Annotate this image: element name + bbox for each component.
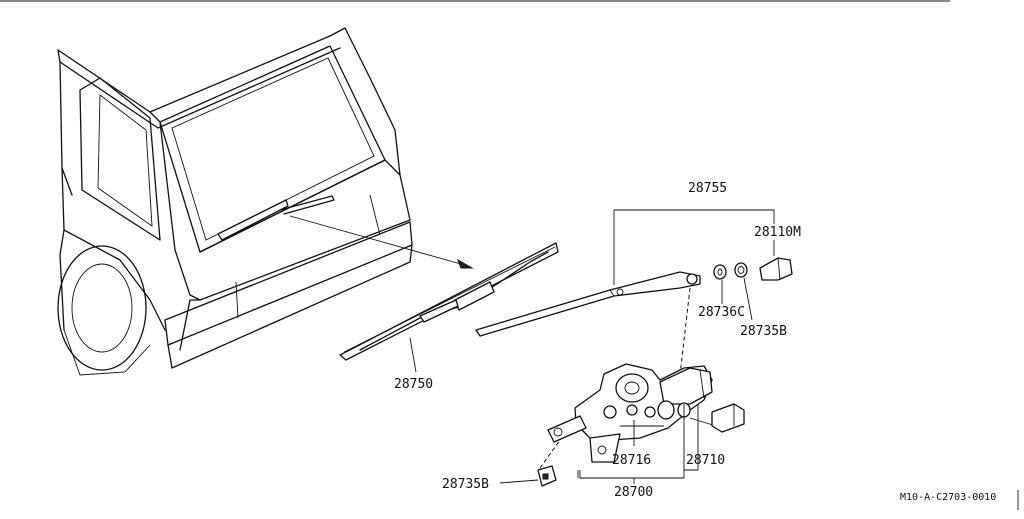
leader-nut-top [743, 277, 753, 321]
label-blade: 28750 [394, 377, 433, 392]
washer-part [713, 264, 727, 280]
alignment-line [679, 287, 691, 376]
label-motor: 28710 [686, 453, 725, 468]
label-motor-assembly: 28700 [614, 485, 653, 500]
leader-dash-nut [539, 439, 561, 469]
label-arm-assembly: 28755 [688, 181, 727, 196]
leader-blade [409, 337, 417, 373]
label-link: 28716 [612, 453, 651, 468]
label-nut-top: 28735B [740, 324, 787, 339]
cap-part [759, 257, 793, 281]
label-nut-bottom: 28735B [442, 477, 489, 492]
wiper-arm [475, 271, 701, 337]
bracket-arm-assembly [613, 209, 775, 285]
wiper-motor [547, 363, 745, 463]
nut-part-top [734, 262, 748, 278]
vehicle-rear-illustration [57, 27, 474, 376]
leader-nut-bottom [499, 479, 539, 484]
reference-code: M10-A-C2703-0010 [900, 492, 996, 503]
bracket-link [579, 404, 685, 479]
label-washer: 28736C [698, 305, 745, 320]
bracket-motor [684, 404, 699, 471]
bracket-motor-assembly [577, 470, 635, 484]
wiper-blade [339, 242, 559, 361]
nut-part-bottom [537, 465, 557, 487]
label-cap: 28110M [754, 225, 801, 240]
